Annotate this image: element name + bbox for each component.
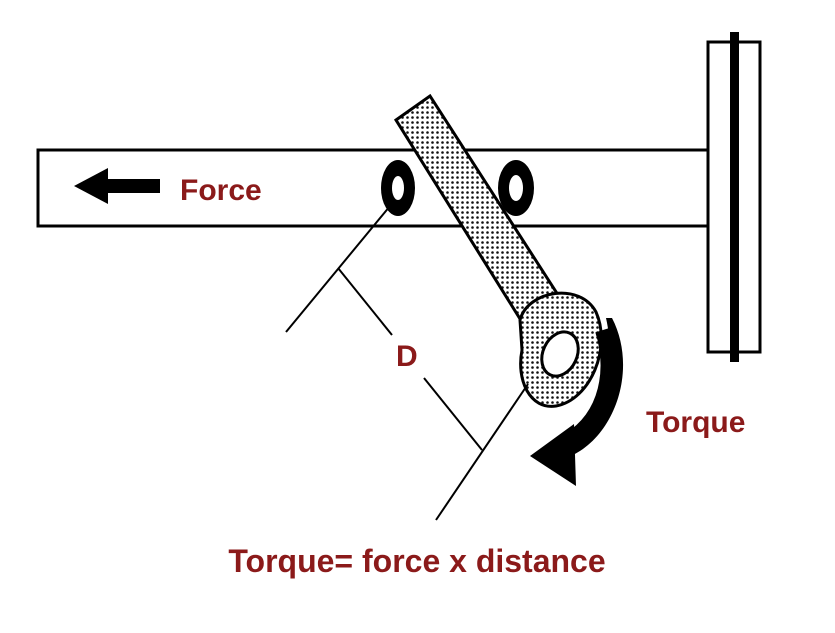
end-plate [706, 32, 762, 362]
force-arrow-icon [74, 168, 160, 204]
right-nut-icon [498, 160, 534, 216]
distance-dimension [285, 205, 529, 521]
distance-label: D [396, 340, 418, 373]
force-label: Force [180, 174, 262, 207]
left-nut-icon [381, 160, 415, 216]
wrench [393, 93, 603, 408]
torque-label: Torque [646, 406, 745, 439]
torque-arrow-icon [530, 318, 624, 486]
formula-label: Torque= force x distance [228, 543, 605, 579]
